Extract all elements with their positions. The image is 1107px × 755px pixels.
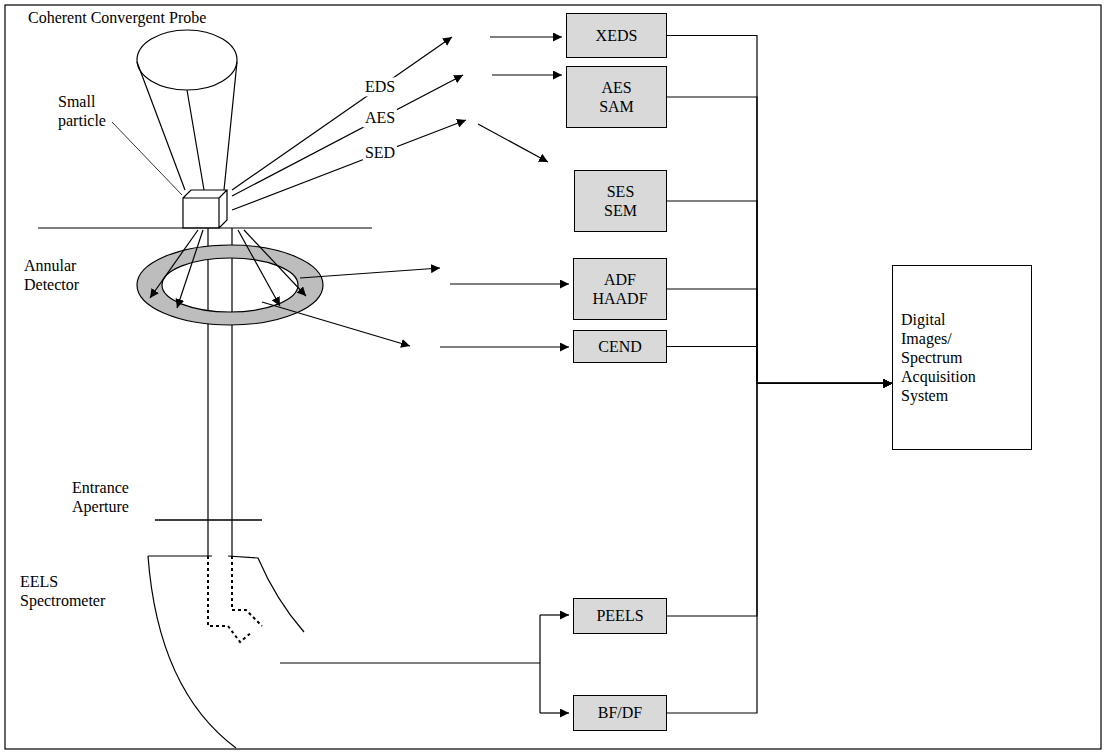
scattered-beam bbox=[150, 230, 198, 298]
box-text: PEELS bbox=[596, 606, 643, 625]
detector-box: BF/DF bbox=[573, 695, 667, 731]
merge-connector bbox=[667, 36, 892, 384]
entrance-aperture bbox=[155, 519, 262, 521]
detector-box: ADFHAADF bbox=[573, 258, 667, 320]
merge-connector bbox=[667, 289, 892, 383]
split-bracket bbox=[539, 615, 540, 713]
acquisition-box: Digital Images/ Spectrum Acquisition Sys… bbox=[892, 265, 1032, 450]
beam-column bbox=[208, 228, 232, 556]
signal-arrow bbox=[540, 712, 569, 713]
part-label: Entrance Aperture bbox=[72, 478, 129, 516]
probe-cone bbox=[137, 62, 237, 190]
particle-cube bbox=[183, 190, 227, 228]
box-text: SEM bbox=[604, 201, 637, 220]
detector-output bbox=[262, 302, 410, 346]
emission-line bbox=[232, 75, 463, 196]
signal-arrow bbox=[440, 346, 569, 347]
leader-line bbox=[112, 122, 182, 195]
spectrometer-outline bbox=[148, 556, 304, 748]
scattered-beam bbox=[244, 230, 306, 296]
spectrometer-output bbox=[280, 662, 540, 663]
detector-box: XEDS bbox=[566, 13, 667, 58]
signal-arrow bbox=[492, 74, 562, 75]
outer-frame bbox=[5, 5, 1101, 749]
signal-arrow bbox=[540, 614, 569, 615]
box-text: XEDS bbox=[596, 26, 638, 45]
merge-connector bbox=[667, 383, 892, 713]
signal-arrow bbox=[478, 124, 548, 162]
detector-box: PEELS bbox=[573, 598, 667, 634]
merge-connector bbox=[667, 201, 892, 383]
part-label: Annular Detector bbox=[24, 256, 79, 294]
box-text: AES bbox=[601, 78, 631, 97]
signal-arrow bbox=[450, 283, 569, 284]
detector-box: AESSAM bbox=[566, 66, 667, 128]
scattered-beam bbox=[238, 230, 280, 306]
merge-connector bbox=[667, 97, 892, 383]
detector-box: CEND bbox=[573, 330, 667, 363]
box-text: ADF bbox=[604, 270, 636, 289]
specimen-line bbox=[38, 227, 372, 228]
detector-output bbox=[300, 268, 440, 278]
merge-connector bbox=[667, 347, 892, 384]
probe-ellipse bbox=[137, 30, 237, 90]
merge-connector bbox=[667, 383, 892, 616]
box-text: Digital Images/ Spectrum Acquisition Sys… bbox=[901, 310, 976, 406]
signal-label: AES bbox=[363, 108, 397, 127]
electron-path bbox=[208, 556, 262, 642]
box-text: SAM bbox=[599, 97, 634, 116]
part-label: Coherent Convergent Probe bbox=[28, 8, 206, 27]
emission-line bbox=[232, 120, 466, 210]
box-text: SES bbox=[607, 182, 635, 201]
box-text: CEND bbox=[598, 337, 642, 356]
part-label: Small particle bbox=[58, 92, 106, 130]
signal-arrow bbox=[490, 36, 562, 37]
part-label: EELS Spectrometer bbox=[20, 572, 105, 610]
scattered-beam bbox=[177, 230, 203, 308]
signal-label: EDS bbox=[363, 77, 397, 96]
detector-box: SESSEM bbox=[574, 170, 667, 232]
signal-label: SED bbox=[363, 143, 397, 162]
box-text: HAADF bbox=[592, 289, 647, 308]
box-text: BF/DF bbox=[598, 703, 642, 722]
